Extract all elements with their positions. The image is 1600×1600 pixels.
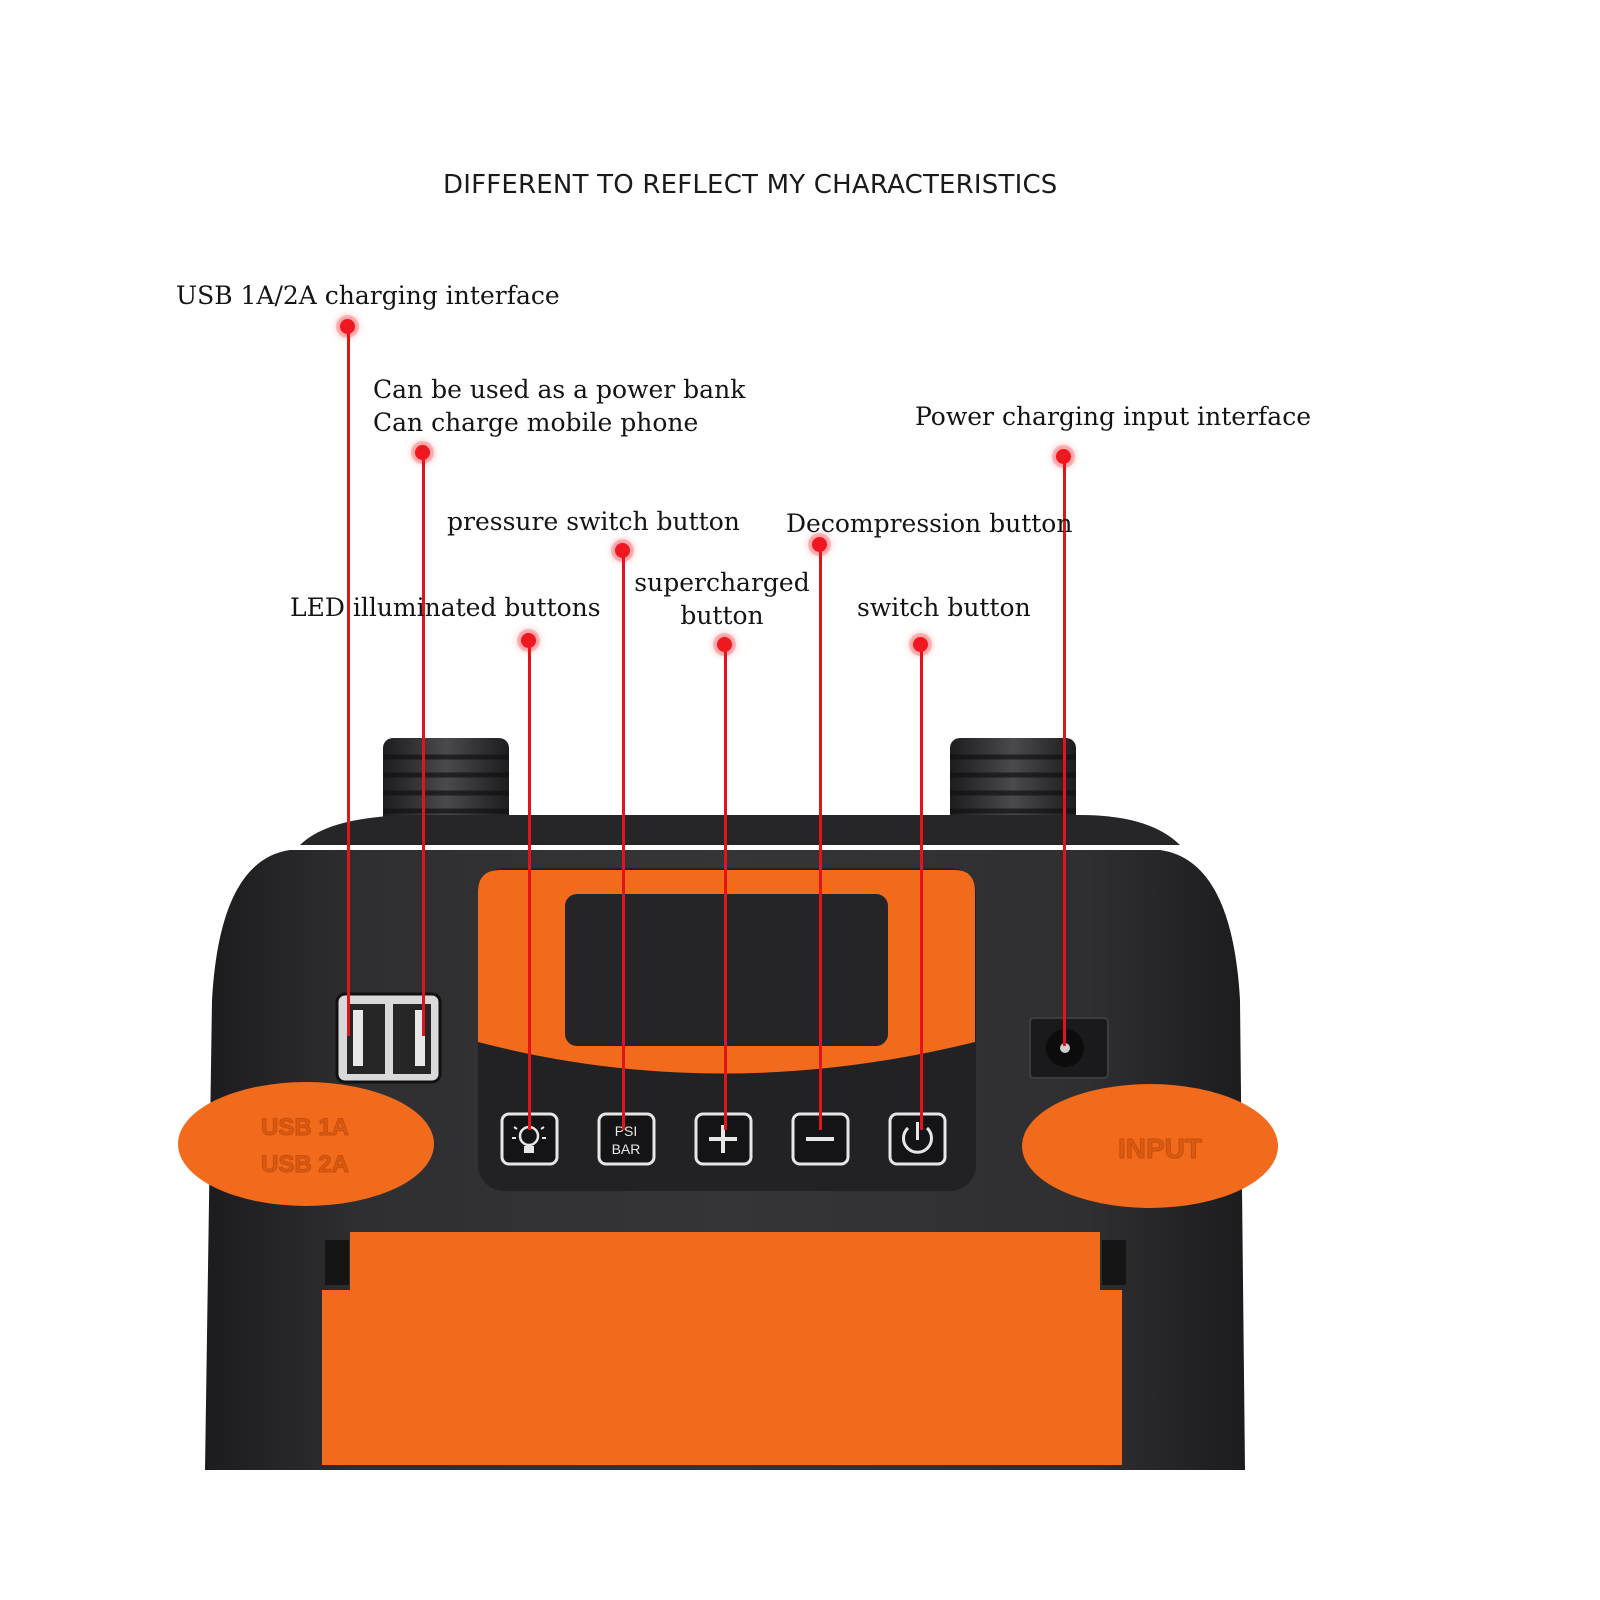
usb-ports <box>335 992 442 1084</box>
callout-line-led <box>528 640 531 1130</box>
callout-dot-pressure-switch <box>615 543 630 558</box>
usb-cover: USB 1A USB 2A <box>178 1082 434 1206</box>
callout-dot-power-bank <box>415 445 430 460</box>
callout-dot-usb <box>340 319 355 334</box>
callout-line-switch <box>920 644 923 1130</box>
display-screen <box>565 894 888 1046</box>
callout-switch-button: switch button <box>857 593 1031 622</box>
input-cover: INPUT <box>1022 1084 1278 1208</box>
callout-dot-power-input <box>1056 449 1071 464</box>
callout-decompression: Decompression button <box>786 509 1073 538</box>
page-title: DIFFERENT TO REFLECT MY CHARACTERISTICS <box>443 170 1058 200</box>
callout-line-usb <box>347 326 350 1036</box>
callout-line-decompression <box>819 544 822 1130</box>
callout-line-power-bank <box>422 452 425 1036</box>
callout-pressure-switch: pressure switch button <box>447 507 740 536</box>
lower-orange-panel <box>322 1232 1122 1465</box>
callout-dot-switch <box>913 637 928 652</box>
svg-text:BAR: BAR <box>612 1141 641 1157</box>
psi-bar-button[interactable]: PSI BAR <box>597 1112 656 1166</box>
callout-supercharged-line1: supercharged <box>634 568 810 597</box>
callout-power-bank-line1: Can be used as a power bank <box>373 375 746 404</box>
callout-line-power-input <box>1063 456 1066 1046</box>
power-button[interactable] <box>888 1112 947 1166</box>
callout-power-input: Power charging input interface <box>915 402 1311 431</box>
callout-dot-led <box>521 633 536 648</box>
svg-text:USB 2A: USB 2A <box>261 1151 349 1178</box>
callout-power-bank-line2: Can charge mobile phone <box>373 408 699 437</box>
callout-line-supercharged <box>724 644 727 1130</box>
plus-button[interactable] <box>694 1112 753 1166</box>
dc-input-jack <box>1029 1017 1109 1079</box>
callout-dot-decompression <box>812 537 827 552</box>
svg-text:INPUT: INPUT <box>1118 1133 1202 1164</box>
callout-usb-charging: USB 1A/2A charging interface <box>176 281 560 310</box>
callout-led-buttons: LED illuminated buttons <box>290 593 601 622</box>
callout-line-pressure-switch <box>622 550 625 1130</box>
callout-supercharged-line2: button <box>680 601 764 630</box>
svg-text:PSI: PSI <box>615 1123 638 1139</box>
svg-text:USB 1A: USB 1A <box>261 1114 349 1141</box>
callout-dot-supercharged <box>717 637 732 652</box>
